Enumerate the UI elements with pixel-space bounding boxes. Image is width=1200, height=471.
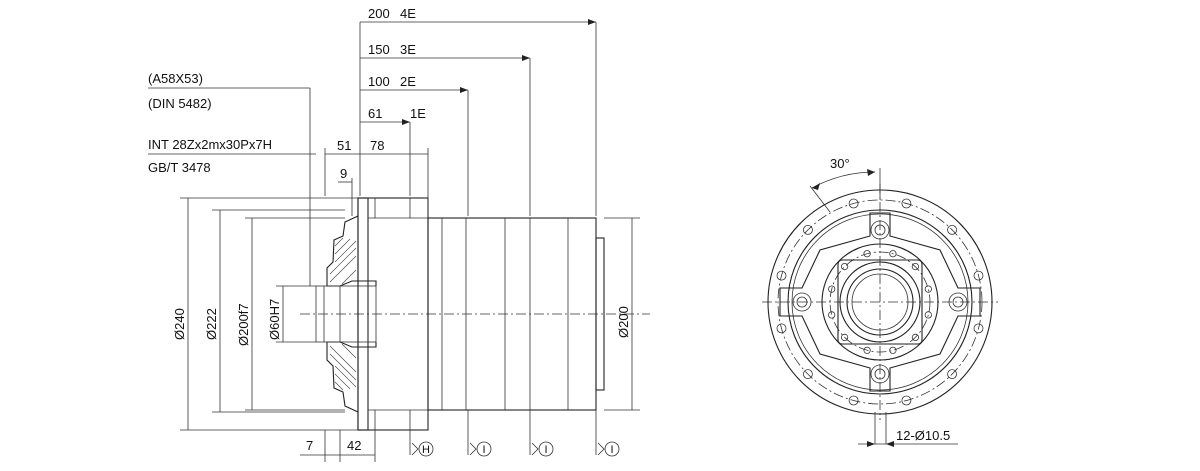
dim-51-text: 51: [337, 138, 351, 153]
rear-cap: [595, 237, 605, 391]
dim-4e-text: 4E: [400, 6, 416, 21]
lug-hole-bottom-inner: [874, 368, 886, 380]
marker-i-1: I: [469, 441, 492, 457]
dim-42-text: 42: [347, 438, 361, 453]
inner-bolt-holes: [828, 250, 932, 354]
inner-bolt-hole: [828, 311, 836, 319]
holes-callout-text: 12-Ø10.5: [896, 428, 950, 443]
lug-hole-top: [870, 220, 890, 240]
lug-hole-left-inner: [796, 296, 808, 308]
inner-bolt-hole: [828, 285, 836, 293]
dim-150-text: 150: [368, 42, 390, 57]
inner-bolt-hole: [924, 285, 932, 293]
angle-dimension: [809, 168, 881, 213]
lug-hole-right-inner: [952, 296, 964, 308]
dia-240-text: Ø240: [172, 308, 187, 340]
inner-bolt-hole: [889, 250, 897, 258]
outer-bolt-holes: [776, 198, 984, 406]
dim-1e-text: 1E: [410, 106, 426, 121]
angle-30-text: 30°: [830, 156, 850, 171]
inner-bolt-hole: [840, 262, 849, 271]
spline-label-a58: (A58X53): [148, 71, 203, 86]
flange-lip: [357, 197, 369, 431]
marker-i-text: I: [482, 444, 485, 456]
inner-bolt-hole: [863, 250, 871, 258]
marker-i-3: I: [597, 441, 620, 457]
spline-label-din: (DIN 5482): [148, 96, 212, 111]
label-150-3e: 150 3E: [368, 42, 416, 57]
label-200-4e: 200 4E: [368, 6, 416, 21]
bolt-hole: [776, 270, 787, 281]
pilot-circle: [787, 209, 973, 395]
hub-outer-circle: [821, 243, 939, 361]
bolt-hole: [803, 224, 813, 235]
spline-bore: [315, 285, 377, 343]
dia-60h7-text: Ø60H7: [267, 299, 282, 340]
inner-bolt-circle: [829, 251, 931, 353]
dim-3e-text: 3E: [400, 42, 416, 57]
inner-bolt-hole: [840, 333, 849, 341]
motor-end-profile: [779, 212, 981, 392]
bolt-hole: [901, 395, 912, 406]
marker-h-text: H: [422, 444, 430, 456]
section-hatching: [329, 237, 357, 391]
bore-circle: [839, 261, 921, 343]
lug-hole-top-inner: [874, 224, 886, 236]
lug-hole-right: [948, 292, 968, 312]
dia-200f7-text: Ø200f7: [236, 303, 251, 346]
shaft-circle: [846, 268, 914, 336]
spline-leaders: [148, 87, 316, 286]
bolt-hole: [947, 224, 957, 235]
marker-i-text: I: [544, 444, 547, 456]
bolt-circle: [777, 199, 983, 405]
dim-78-text: 78: [370, 138, 384, 153]
lug-hole-left: [792, 292, 812, 312]
dim-200-text: 200: [368, 6, 390, 21]
bolt-hole: [973, 323, 984, 334]
bolt-hole: [947, 369, 957, 380]
label-61-1e: 61 1E: [368, 106, 426, 121]
lug-hole-bottom: [870, 364, 890, 384]
dim-9-text: 9: [340, 166, 347, 181]
inner-bolt-hole: [889, 346, 897, 354]
inner-bolt-hole: [911, 333, 920, 341]
shaft-inner-circle: [851, 273, 909, 331]
side-view: 200 4E 150 3E 100 2E 61 1E 51 78 9 (A58X…: [148, 6, 650, 462]
marker-i-2: I: [531, 441, 554, 457]
inner-bolt-hole: [924, 311, 932, 319]
bolt-hole: [848, 395, 859, 406]
top-dimensions: [324, 19, 597, 216]
dim-61-text: 61: [368, 106, 382, 121]
bolt-hole: [776, 323, 787, 334]
pilot-inner-circle: [791, 213, 969, 391]
int-spline-label: INT 28Zx2mx30Px7H: [148, 137, 272, 152]
dim-7-text: 7: [306, 438, 313, 453]
gbt-label: GB/T 3478: [148, 160, 211, 175]
marker-h: H: [411, 441, 434, 457]
hub-square: [837, 259, 923, 345]
dia-200-text: Ø200: [616, 306, 631, 338]
bolt-hole: [803, 369, 813, 380]
bottom-dimensions: [300, 410, 597, 462]
dim-2e-text: 2E: [400, 74, 416, 89]
hub-profile-bottom: [326, 341, 377, 413]
inner-bolt-hole: [863, 346, 871, 354]
bolt-hole: [973, 270, 984, 281]
bolt-hole: [848, 198, 859, 209]
hole-callout: [858, 412, 958, 447]
inner-bolt-hole: [911, 262, 920, 271]
bolt-hole: [901, 198, 912, 209]
marker-i-text: I: [610, 444, 613, 456]
label-100-2e: 100 2E: [368, 74, 416, 89]
diameter-dimensions: [180, 197, 640, 431]
dia-222-text: Ø222: [204, 308, 219, 340]
hub-profile-top: [326, 215, 377, 287]
front-view: 30° 12-Ø10.5: [762, 156, 998, 447]
dim-100-text: 100: [368, 74, 390, 89]
